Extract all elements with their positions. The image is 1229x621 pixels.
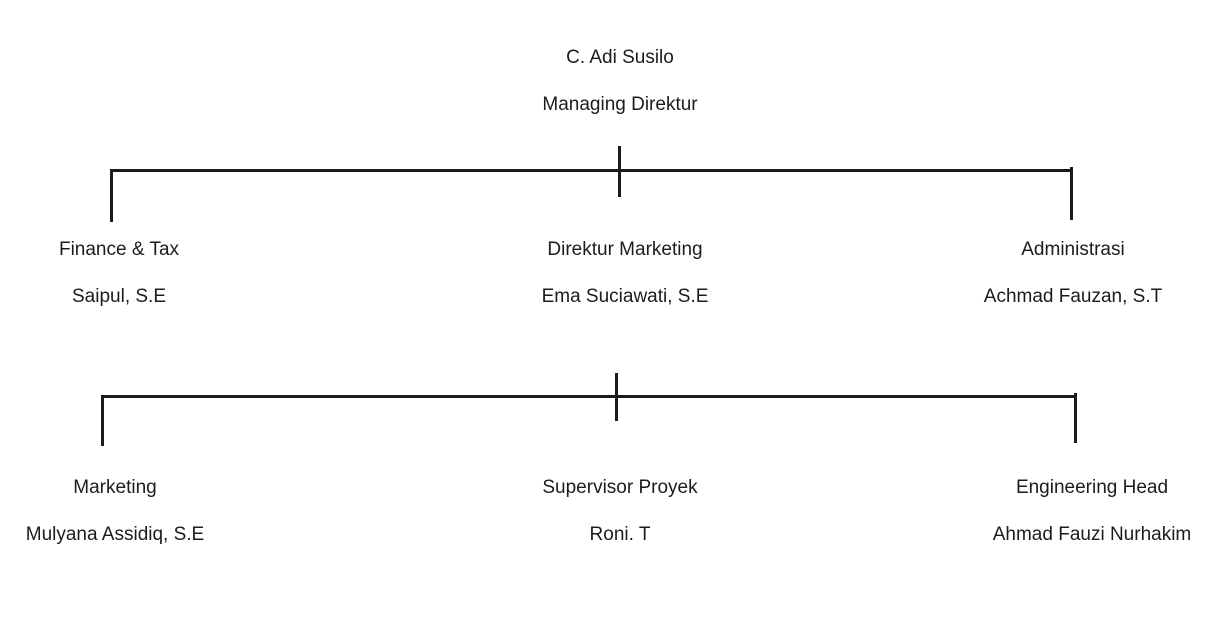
org-node-marketing: Marketing Mulyana Assidiq, S.E	[0, 464, 275, 558]
role-title: Supervisor Proyek	[542, 477, 698, 498]
person-name: Ema Suciawati, S.E	[541, 286, 709, 307]
org-node-managing-direktur: C. Adi Susilo Managing Direktur	[460, 34, 780, 128]
connector2-horizontal-line	[101, 395, 1077, 398]
role-title: Administrasi	[1021, 239, 1125, 260]
person-name: Mulyana Assidiq, S.E	[25, 524, 205, 545]
role-title: Direktur Marketing	[547, 239, 703, 260]
org-node-direktur-marketing: Direktur Marketing Ema Suciawati, S.E	[465, 226, 785, 320]
role-title: Engineering Head	[1015, 477, 1169, 498]
role-title: Managing Direktur	[542, 94, 698, 115]
connector2-right-drop	[1074, 393, 1077, 443]
person-name: Ahmad Fauzi Nurhakim	[992, 524, 1192, 545]
org-node-finance-tax: Finance & Tax Saipul, S.E	[0, 226, 279, 320]
org-node-administrasi: Administrasi Achmad Fauzan, S.T	[913, 226, 1229, 320]
person-name: Achmad Fauzan, S.T	[983, 286, 1163, 307]
connector1-left-drop	[110, 171, 113, 222]
role-title: Finance & Tax	[58, 239, 180, 260]
org-node-supervisor-proyek: Supervisor Proyek Roni. T	[460, 464, 780, 558]
org-node-engineering-head: Engineering Head Ahmad Fauzi Nurhakim	[932, 464, 1229, 558]
role-title: Marketing	[73, 477, 157, 498]
connector1-horizontal-line	[110, 169, 1073, 172]
person-name: Saipul, S.E	[72, 286, 166, 307]
person-name: Roni. T	[589, 524, 651, 545]
connector1-right-drop	[1070, 167, 1073, 220]
connector2-left-drop	[101, 397, 104, 446]
person-name: C. Adi Susilo	[566, 47, 674, 68]
